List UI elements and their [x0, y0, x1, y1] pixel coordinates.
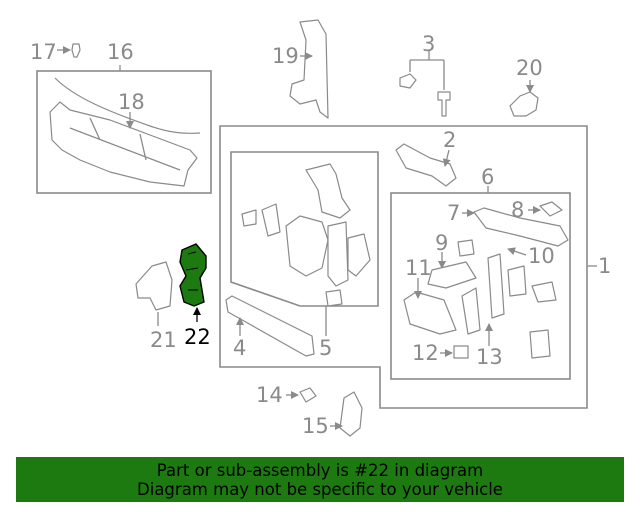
label-18: 18 [118, 90, 145, 114]
part-9-piece [457, 239, 475, 257]
part-17-clip [71, 43, 81, 58]
group-box-5 [230, 151, 379, 307]
label-3: 3 [422, 32, 435, 56]
label-5: 5 [319, 336, 332, 360]
label-8: 8 [511, 198, 524, 222]
label-11: 11 [405, 256, 432, 280]
part-3-bolt-b [437, 91, 451, 117]
label-1: 1 [598, 254, 611, 278]
part-6-small-a [531, 281, 557, 303]
label-22: 22 [184, 325, 211, 349]
part-6-box [507, 265, 527, 297]
label-20: 20 [516, 56, 543, 80]
part-21-bracket [135, 261, 173, 311]
part-7-rail [473, 207, 569, 247]
leader-2 [442, 149, 451, 167]
part-4-beam [225, 295, 315, 357]
label-15: 15 [302, 414, 329, 438]
part-10-pillar [487, 253, 505, 319]
label-6: 6 [481, 165, 494, 189]
part-19-bracket [289, 19, 329, 119]
part-5-small-b [241, 209, 257, 227]
label-4: 4 [233, 336, 246, 360]
part-3-bolt-a [399, 73, 417, 89]
part-16-cover [49, 101, 198, 187]
banner-line-1: Part or sub-assembly is #22 in diagram [156, 461, 484, 480]
part-5-small-a [261, 203, 281, 237]
part-15-bracket [339, 391, 363, 437]
leader-10 [507, 247, 527, 256]
group-box-6 [390, 192, 571, 380]
part-18-seal [54, 77, 201, 134]
part-2-bracket [395, 143, 457, 187]
part-5-side [347, 233, 371, 277]
label-13: 13 [476, 345, 503, 369]
label-9: 9 [435, 231, 448, 255]
part-22-detail [185, 251, 199, 291]
part-12-clip [453, 345, 469, 359]
label-16: 16 [107, 40, 134, 64]
label-17: 17 [30, 40, 57, 64]
part-5-pillar [327, 221, 349, 287]
group-box-1 [219, 125, 588, 409]
part-5-upper [305, 163, 351, 219]
part-16-detail [69, 117, 181, 171]
group-box-16 [36, 70, 212, 194]
info-banner: Part or sub-assembly is #22 in diagram D… [16, 457, 624, 502]
part-5-panel [285, 215, 329, 277]
part-20-sensor [509, 91, 539, 117]
label-21: 21 [150, 328, 177, 352]
label-19: 19 [272, 44, 299, 68]
part-22-highlighted [179, 243, 207, 307]
label-14: 14 [256, 383, 283, 407]
label-10: 10 [528, 244, 555, 268]
banner-line-2: Diagram may not be specific to your vehi… [137, 480, 503, 499]
part-6-small-b [529, 329, 551, 359]
part-5-clip [325, 289, 343, 307]
label-12: 12 [412, 341, 439, 365]
part-9-plate [427, 261, 477, 289]
label-7: 7 [447, 201, 460, 225]
part-8-bracket [539, 201, 563, 217]
leader-3 [409, 50, 445, 90]
part-11-bracket [403, 291, 457, 335]
part-14-clip [299, 387, 317, 403]
part-13-pillar [461, 287, 481, 335]
label-2: 2 [443, 128, 456, 152]
